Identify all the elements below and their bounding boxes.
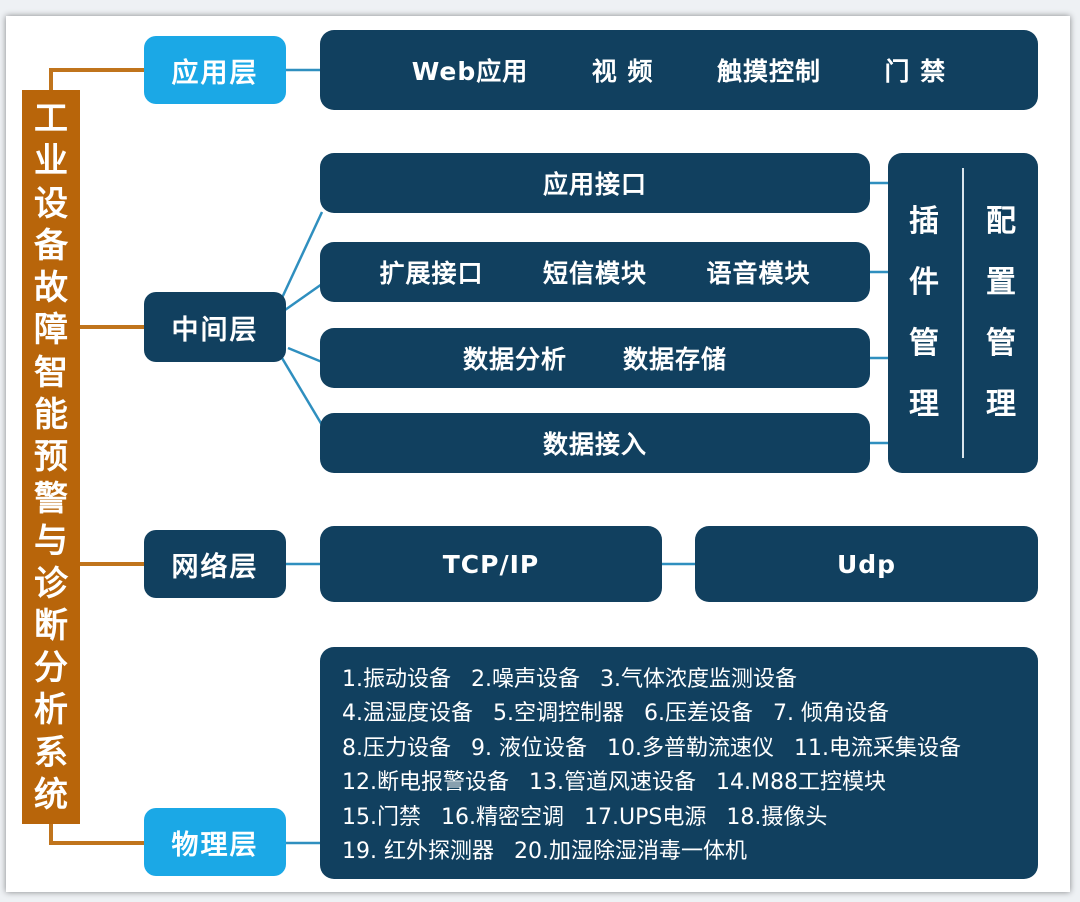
connector-title-physical bbox=[49, 824, 146, 845]
title-connectors bbox=[49, 68, 146, 845]
physical-device-row: 12.断电报警设备 13.管道风速设备 14.M88工控模块 bbox=[342, 763, 1030, 798]
physical-device-item: 9. 液位设备 bbox=[471, 735, 587, 761]
application-row: Web应用 视 频 触摸控制 门 禁 bbox=[320, 30, 1038, 110]
management-divider bbox=[962, 168, 964, 458]
middle-row-data-access: 数据接入 bbox=[320, 413, 870, 473]
physical-device-item: 8.压力设备 bbox=[342, 735, 451, 761]
physical-device-item: 6.压差设备 bbox=[644, 701, 753, 727]
physical-device-item: 16.精密空调 bbox=[441, 804, 564, 830]
middle-item-ext-interface: 扩展接口 bbox=[379, 259, 484, 288]
connector-middle-4 bbox=[280, 357, 324, 426]
middle-item-data-access: 数据接入 bbox=[542, 430, 647, 459]
physical-device-row: 1.振动设备 2.噪声设备 3.气体浓度监测设备 bbox=[342, 660, 1030, 695]
system-title-char: 设 bbox=[34, 183, 68, 224]
physical-device-item: 11.电流采集设备 bbox=[793, 735, 961, 761]
system-title-char: 业 bbox=[34, 141, 68, 182]
physical-device-item: 12.断电报警设备 bbox=[342, 770, 509, 796]
app-item-video: 视 频 bbox=[591, 57, 654, 86]
physical-device-item: 18.摄像头 bbox=[726, 804, 828, 830]
network-tcp-ip: TCP/IP bbox=[320, 526, 662, 602]
plugin-management: 插件管理 bbox=[909, 176, 940, 451]
middle-row-modules: 扩展接口 短信模块 语音模块 bbox=[320, 242, 870, 302]
network-item-tcp-ip: TCP/IP bbox=[442, 549, 540, 579]
system-title-char: 统 bbox=[34, 774, 68, 815]
layer-connectors bbox=[279, 68, 890, 845]
app-item-web: Web应用 bbox=[411, 57, 529, 86]
connector-title-application bbox=[49, 68, 146, 90]
middle-item-sms-module: 短信模块 bbox=[542, 259, 647, 288]
middle-item-voice-module: 语音模块 bbox=[706, 259, 811, 288]
config-management-char: 理 bbox=[986, 386, 1017, 422]
system-title-char: 工 bbox=[34, 99, 68, 140]
physical-device-item: 1.振动设备 bbox=[342, 666, 451, 692]
connector-middle-2 bbox=[284, 282, 323, 312]
physical-device-item: 10.多普勒流速仪 bbox=[606, 735, 774, 761]
physical-device-item: 5.空调控制器 bbox=[493, 701, 624, 727]
physical-device-list: 1.振动设备 2.噪声设备 3.气体浓度监测设备 4.温湿度设备 5.空调控制器 6.压差… bbox=[320, 647, 1038, 879]
plugin-management-char: 插 bbox=[909, 203, 940, 239]
layer-label-physical: 物理层 bbox=[144, 808, 286, 876]
physical-device-item: 17.UPS电源 bbox=[584, 804, 707, 830]
physical-device-item: 14.M88工控模块 bbox=[716, 770, 886, 796]
middle-item-data-storage: 数据存储 bbox=[623, 345, 728, 374]
system-title-char: 障 bbox=[34, 310, 68, 351]
physical-device-item: 4.温湿度设备 bbox=[342, 701, 473, 727]
system-title-char: 诊 bbox=[34, 563, 68, 604]
connector-middle-1 bbox=[279, 211, 324, 301]
plugin-management-char: 管 bbox=[909, 325, 940, 361]
physical-device-row: 4.温湿度设备 5.空调控制器 6.压差设备 7. 倾角设备 bbox=[342, 694, 1030, 729]
system-title-char: 能 bbox=[34, 394, 68, 435]
plugin-management-char: 理 bbox=[909, 386, 940, 422]
physical-device-row: 15.门禁 16.精密空调 17.UPS电源 18.摄像头 bbox=[342, 798, 1030, 833]
middle-item-app-interface: 应用接口 bbox=[542, 170, 647, 199]
middle-item-data-analysis: 数据分析 bbox=[462, 345, 567, 374]
system-title-char: 故 bbox=[34, 268, 68, 309]
layer-label-middle: 中间层 bbox=[144, 292, 286, 362]
system-title-char: 警 bbox=[34, 479, 68, 520]
physical-device-item: 2.噪声设备 bbox=[471, 666, 580, 692]
system-title: 工业设备故障智能预警与诊断分析系统 bbox=[22, 90, 80, 824]
physical-device-item: 19. 红外探测器 bbox=[342, 839, 494, 865]
connector-middle-3 bbox=[287, 346, 323, 364]
plugin-management-char: 件 bbox=[909, 264, 940, 300]
config-management: 配置管理 bbox=[986, 176, 1017, 451]
system-title-char: 智 bbox=[34, 352, 68, 393]
physical-device-row: 8.压力设备 9. 液位设备 10.多普勒流速仪 11.电流采集设备 bbox=[342, 729, 1030, 764]
layer-label-application: 应用层 bbox=[144, 36, 286, 104]
config-management-char: 管 bbox=[986, 325, 1017, 361]
system-title-char: 析 bbox=[34, 690, 68, 731]
app-item-touch-control: 触摸控制 bbox=[717, 57, 822, 86]
physical-device-item: 20.加湿除湿消毒一体机 bbox=[513, 839, 747, 865]
system-title-char: 系 bbox=[34, 732, 68, 773]
system-title-char: 断 bbox=[34, 605, 68, 646]
system-title-char: 备 bbox=[34, 225, 68, 266]
physical-device-item: 7. 倾角设备 bbox=[773, 701, 889, 727]
system-title-char: 分 bbox=[34, 648, 68, 689]
physical-device-item: 3.气体浓度监测设备 bbox=[600, 666, 797, 692]
network-item-udp: Udp bbox=[836, 549, 897, 579]
physical-device-row: 19. 红外探测器 20.加湿除湿消毒一体机 bbox=[342, 832, 1030, 867]
physical-device-item: 13.管道风速设备 bbox=[529, 770, 696, 796]
app-item-access-control: 门 禁 bbox=[884, 57, 947, 86]
config-management-char: 置 bbox=[986, 264, 1017, 300]
layer-label-network: 网络层 bbox=[144, 530, 286, 598]
system-title-char: 与 bbox=[34, 521, 68, 562]
management-panel: 插件管理 配置管理 bbox=[888, 153, 1038, 473]
middle-row-data: 数据分析 数据存储 bbox=[320, 328, 870, 388]
middle-row-app-interface: 应用接口 bbox=[320, 153, 870, 213]
config-management-char: 配 bbox=[986, 203, 1017, 239]
system-title-char: 预 bbox=[34, 436, 68, 477]
physical-device-item: 15.门禁 bbox=[342, 804, 421, 830]
network-udp: Udp bbox=[695, 526, 1038, 602]
